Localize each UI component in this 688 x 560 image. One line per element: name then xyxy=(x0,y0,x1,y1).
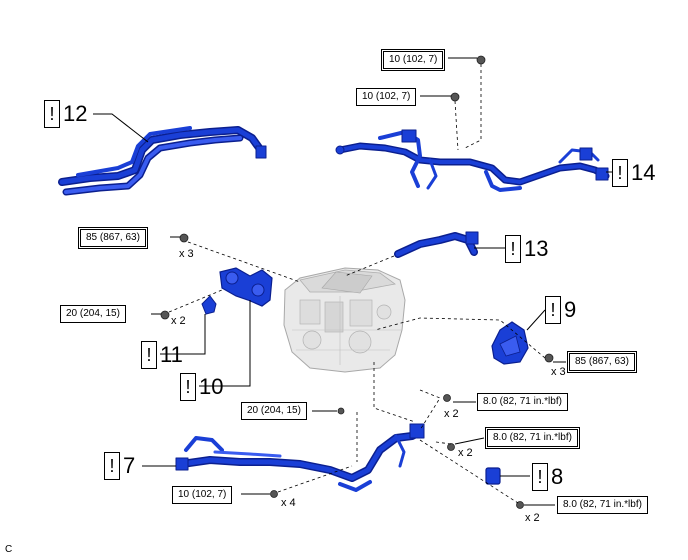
callout-part-14: ! 14 xyxy=(612,159,655,187)
hose-part-7 xyxy=(175,423,425,492)
torque-box: 10 (102, 7) xyxy=(172,486,233,504)
quantity-label: x 2 xyxy=(525,512,540,524)
quantity-label: x 4 xyxy=(281,497,296,509)
caution-icon: ! xyxy=(612,159,628,187)
callout-part-10: ! 10 xyxy=(180,373,223,401)
harness-part-14 xyxy=(335,129,610,192)
callout-part-13: ! 13 xyxy=(505,235,548,263)
torque-box: 8.0 (82, 71 in.*lbf) xyxy=(557,496,648,514)
torque-box: 20 (204, 15) xyxy=(241,402,307,420)
callout-part-9: ! 9 xyxy=(545,296,576,324)
quantity-label: x 3 xyxy=(551,366,566,378)
torque-box: 10 (102, 7) xyxy=(381,49,446,71)
caution-icon: ! xyxy=(104,452,120,480)
part-number: 10 xyxy=(199,374,224,399)
caution-icon: ! xyxy=(44,100,60,128)
callout-part-12: ! 12 xyxy=(44,100,87,128)
caution-icon: ! xyxy=(532,463,548,491)
figure-code: C xyxy=(5,544,13,555)
torque-box: 20 (204, 15) xyxy=(60,305,126,323)
part-number: 8 xyxy=(551,464,564,489)
quantity-label: x 2 xyxy=(444,408,459,420)
torque-box: 85 (867, 63) xyxy=(78,227,148,249)
part-number: 12 xyxy=(63,101,88,126)
caution-icon: ! xyxy=(141,341,157,369)
callout-part-7: ! 7 xyxy=(104,452,135,480)
bolt-icon xyxy=(160,55,554,509)
leader-lines xyxy=(93,57,612,506)
torque-box: 8.0 (82, 71 in.*lbf) xyxy=(477,393,568,411)
caution-icon: ! xyxy=(180,373,196,401)
quantity-label: x 3 xyxy=(179,248,194,260)
callout-part-11: ! 11 xyxy=(141,341,183,369)
torque-box: 10 (102, 7) xyxy=(356,88,417,106)
engine-assembly xyxy=(283,267,406,373)
part-number: 13 xyxy=(524,236,549,261)
dashed-leader-lines xyxy=(168,64,546,504)
part-11-bracket xyxy=(201,295,217,315)
quantity-label: x 2 xyxy=(458,447,473,459)
caution-icon: ! xyxy=(545,296,561,324)
quantity-label: x 2 xyxy=(171,315,186,327)
part-10-bracket xyxy=(219,267,273,307)
hose-part-12 xyxy=(58,126,267,196)
caution-icon: ! xyxy=(505,235,521,263)
hose-part-13 xyxy=(394,231,479,258)
torque-box: 8.0 (82, 71 in.*lbf) xyxy=(485,427,580,449)
part-8-clip xyxy=(485,467,501,485)
part-number: 7 xyxy=(123,453,136,478)
part-number: 11 xyxy=(160,342,183,367)
part-number: 9 xyxy=(564,297,577,322)
part-number: 14 xyxy=(631,160,656,185)
part-9-bracket xyxy=(491,321,529,365)
torque-box: 85 (867, 63) xyxy=(567,351,637,373)
callout-part-8: ! 8 xyxy=(532,463,563,491)
